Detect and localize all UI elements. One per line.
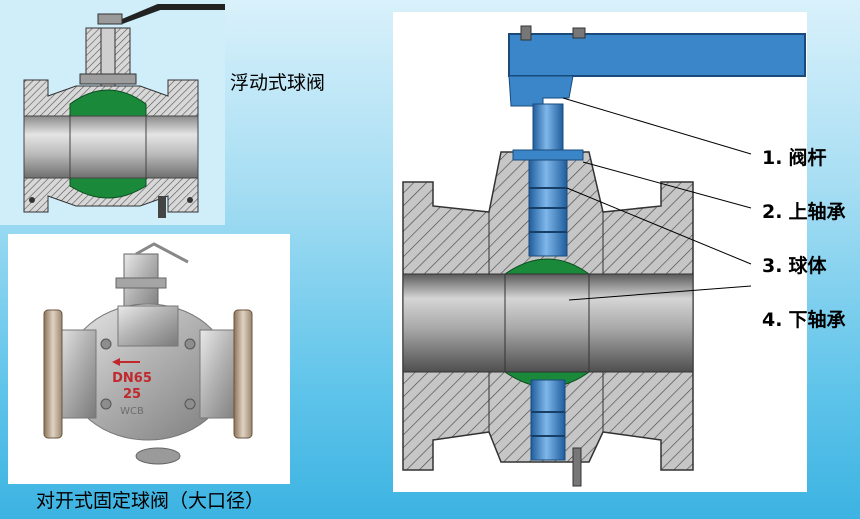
- leader-line-3: [566, 187, 752, 265]
- marking-dn: DN65: [112, 371, 152, 386]
- floating-valve-caption: 浮动式球阀: [230, 72, 326, 94]
- floating-valve-diagram: [0, 0, 225, 225]
- label-stem: 1.阀杆: [762, 147, 827, 169]
- leader-line-2: [582, 161, 752, 209]
- lever-handle: [508, 33, 806, 77]
- fixed-valve-section-diagram: [402, 25, 806, 487]
- leader-line-4: [568, 285, 752, 301]
- split-valve-caption: 对开式固定球阀（大口径）: [36, 490, 265, 512]
- marking-material: WCB: [120, 406, 144, 417]
- ball-top-cap: [503, 258, 591, 275]
- marking-pressure: 25: [123, 387, 141, 402]
- label-ball: 3.球体: [762, 255, 827, 277]
- label-upper-bearing: 2.上轴承: [762, 201, 846, 223]
- lower-bearing: [530, 379, 566, 461]
- label-lower-bearing: 4.下轴承: [762, 309, 846, 331]
- leader-line-1: [562, 97, 752, 155]
- valve-stem: [532, 103, 564, 157]
- split-valve-photo: DN65 25 WCB: [43, 242, 253, 465]
